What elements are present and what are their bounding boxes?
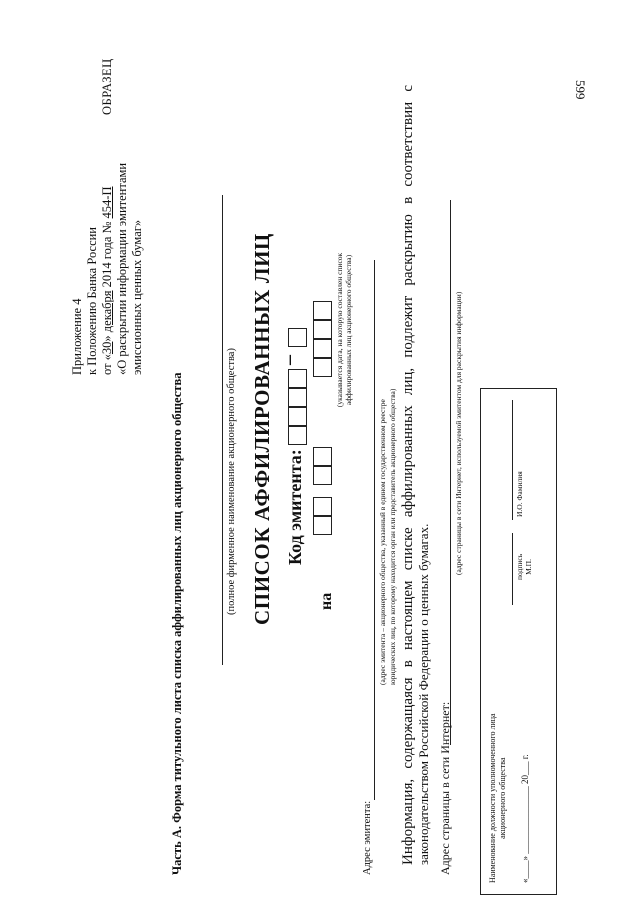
name-line	[512, 400, 513, 520]
appendix-text: 2014 года №	[100, 221, 114, 291]
code-dash: –	[278, 355, 300, 365]
part-title: Часть А. Форма титульного листа списка а…	[170, 372, 184, 875]
date-box[interactable]	[313, 358, 332, 377]
address-label: Адрес эмитента:	[362, 800, 373, 875]
disclosure-line: законодательством Российской Федерации о…	[416, 523, 431, 865]
date-box[interactable]	[313, 339, 332, 358]
address-hint-line: юридических лиц, по которому находится о…	[388, 388, 397, 685]
address-hint: (адрес эмитента – акционерного общества,…	[378, 389, 398, 685]
issuer-code-label: Код эмитента:	[285, 449, 305, 565]
appendix-text: от «	[100, 354, 114, 375]
code-box[interactable]	[288, 369, 307, 388]
appendix-month: декабря	[100, 290, 114, 333]
date-box[interactable]	[313, 466, 332, 485]
date-hint-line: аффилированных лиц акционерного общества…	[344, 254, 353, 406]
company-name-line	[222, 195, 223, 665]
stamp-caption: М.П.	[524, 559, 533, 575]
main-title: СПИСОК АФФИЛИРОВАННЫХ ЛИЦ	[250, 233, 274, 625]
position-title: Наименование должности уполномоченного л…	[488, 713, 508, 883]
signature-caption: подпись М.П.	[515, 554, 533, 580]
signature-caption-text: подпись	[515, 553, 524, 580]
appendix-line: к Положению Банка России	[85, 227, 99, 375]
address-line	[374, 260, 375, 800]
date-on-label: на	[318, 592, 335, 610]
signature-date: «____» _______________ 20___ г.	[520, 754, 530, 883]
appendix-text: »	[100, 332, 114, 342]
appendix-date-line: от «30» декабря 2014 года № 454-П	[100, 163, 115, 375]
appendix-line: «О раскрытии информации эмитентами	[115, 162, 129, 375]
web-address-line	[450, 200, 451, 745]
date-hint: (указывается дата, на которую составлен …	[335, 253, 353, 407]
web-address-hint: (адрес страницы в сети Интернет, использ…	[454, 291, 463, 575]
sample-label: ОБРАЗЕЦ	[100, 58, 114, 115]
date-box[interactable]	[313, 301, 332, 320]
date-box[interactable]	[313, 516, 332, 535]
appendix-line: Приложение 4	[70, 298, 84, 375]
code-box[interactable]	[288, 407, 307, 426]
date-box[interactable]	[313, 320, 332, 339]
appendix-number: 454-П	[100, 186, 114, 219]
code-box[interactable]	[288, 328, 307, 347]
position-title-line: акционерного общества	[498, 757, 507, 839]
appendix-line: эмиссионных ценных бумаг»	[130, 219, 144, 375]
date-hint-line: (указывается дата, на которую составлен …	[335, 252, 344, 408]
name-caption: И.О. Фамилия	[515, 471, 524, 517]
appendix-header: Приложение 4 к Положению Банка России от…	[70, 163, 145, 375]
date-box[interactable]	[313, 497, 332, 516]
code-box[interactable]	[288, 426, 307, 445]
address-hint-line: (адрес эмитента – акционерного общества,…	[378, 399, 387, 685]
appendix-day: 30	[100, 341, 114, 355]
disclosure-text: Информация, содержащаяся в настоящем спи…	[400, 85, 432, 865]
code-box[interactable]	[288, 388, 307, 407]
signature-line	[512, 533, 513, 605]
position-title-line: Наименование должности уполномоченного л…	[488, 713, 497, 883]
disclosure-line: Информация, содержащаяся в настоящем спи…	[400, 85, 416, 865]
date-box[interactable]	[313, 447, 332, 466]
company-name-hint: (полное фирменное наименование акционерн…	[226, 348, 237, 615]
